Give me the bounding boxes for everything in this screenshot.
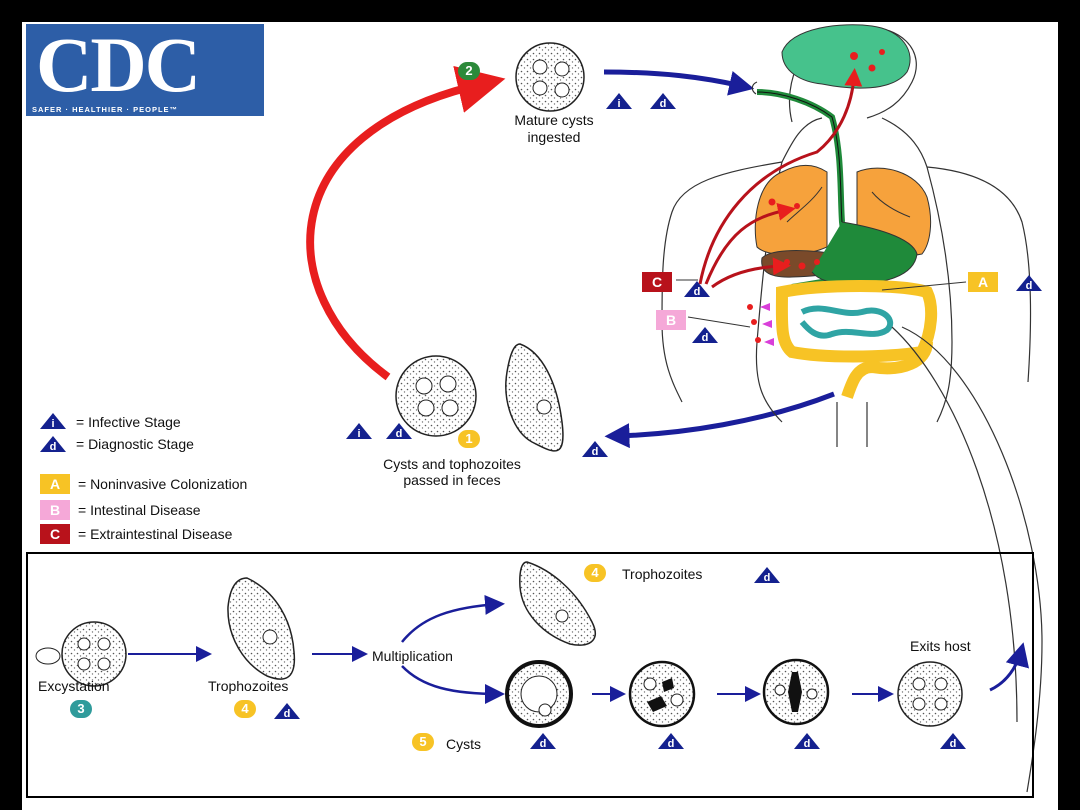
infective-triangle: i [604,92,634,110]
box-a-noninvasive: A [968,272,998,292]
diagnostic-triangle: d [580,440,610,458]
svg-text:d: d [764,572,771,584]
svg-text:d: d [50,441,57,453]
brain [781,24,911,89]
stage-3-badge: 3 [70,700,92,718]
stage-5-badge: 5 [412,733,434,751]
stage-2-badge: 2 [458,62,480,80]
svg-text:d: d [540,738,547,750]
diagnostic-triangle: d [528,732,558,750]
trophozoites-label-bottom: Trophozoites [208,678,289,694]
legend-a-text: = Noninvasive Colonization [78,476,248,492]
to-mouth-arrow [603,69,755,96]
cyst-stage1 [395,355,477,437]
stage-4-badge-bottom: 4 [234,700,256,718]
diagnostic-triangle: d [682,280,712,298]
legend-c-box: C [40,524,70,544]
mature-cyst-stage2 [515,42,585,112]
cyst-dev-4 [897,661,963,727]
diagnostic-triangle: d [272,702,302,720]
exits-host-label: Exits host [910,638,971,654]
diagnostic-triangle: d [690,326,720,344]
svg-text:i: i [617,98,620,110]
excystation-label: Excystation [38,678,110,694]
life-cycle-diagram: CDC SAFER · HEALTHIER · PEOPLE™ [22,22,1058,810]
host-cycle-panel [26,552,1034,798]
diagnostic-triangle: d [384,422,414,440]
stage-1-label-line1: Cysts and tophozoites [383,456,521,472]
svg-text:d: d [702,332,709,344]
invasion-arrows [760,303,774,346]
svg-text:i: i [51,418,54,430]
logo-text: CDC [36,22,201,108]
stage-1-label-line2: passed in feces [403,472,501,488]
box-b-intestinal: B [656,310,686,330]
cdc-logo: CDC SAFER · HEALTHIER · PEOPLE™ [26,22,264,116]
legend-diagnostic-text: = Diagnostic Stage [76,436,194,452]
legend-infective-text: = Infective Stage [76,414,181,430]
svg-text:d: d [1026,280,1033,292]
multiplication-label: Multiplication [372,648,453,664]
trophozoites-label-top: Trophozoites [622,566,703,582]
stage-2-label-line1: Mature cysts [514,112,594,128]
diagnostic-triangle: d [656,732,686,750]
legend-b-box: B [40,500,70,520]
box-c-extraintestinal: C [642,272,672,292]
trophozoite-stage1 [505,343,564,452]
svg-text:d: d [660,98,667,110]
legend-diagnostic-icon: d [38,435,68,453]
ingestion-path-arrow [306,65,506,381]
trophozoite-multiplication [519,561,596,646]
svg-text:d: d [284,708,291,720]
trophozoite-bottom [227,577,296,680]
diagnostic-triangle: d [938,732,968,750]
stage-1-badge: 1 [458,430,480,448]
stage-4-badge-top: 4 [584,564,606,582]
excystation-cyst [35,621,127,687]
small-intestine [799,305,894,339]
svg-text:d: d [694,286,701,298]
svg-text:d: d [592,446,599,458]
legend-infective-icon: i [38,412,68,430]
diagnostic-triangle: d [648,92,678,110]
svg-text:d: d [804,738,811,750]
to-feces-arrow [604,391,835,449]
cysts-label: Cysts [446,736,481,752]
legend-b-text: = Intestinal Disease [78,502,201,518]
svg-text:d: d [950,738,957,750]
cyst-dev-3 [762,658,830,726]
diagnostic-triangle: d [752,566,782,584]
exit-line [901,326,1043,793]
diagnostic-triangle: d [792,732,822,750]
svg-text:d: d [668,738,675,750]
cyst-dev-2 [628,660,696,728]
legend-a-box: A [40,474,70,494]
svg-text:i: i [357,428,360,440]
diagnostic-triangle: d [1014,274,1044,292]
svg-text:d: d [396,428,403,440]
logo-tagline: SAFER · HEALTHIER · PEOPLE™ [32,105,179,114]
cyst-dev-1 [505,660,573,728]
legend-c-text: = Extraintestinal Disease [78,526,233,542]
stage-2-label-line2: ingested [527,129,581,145]
diagram-drawing [35,24,1043,793]
infective-triangle: i [344,422,374,440]
